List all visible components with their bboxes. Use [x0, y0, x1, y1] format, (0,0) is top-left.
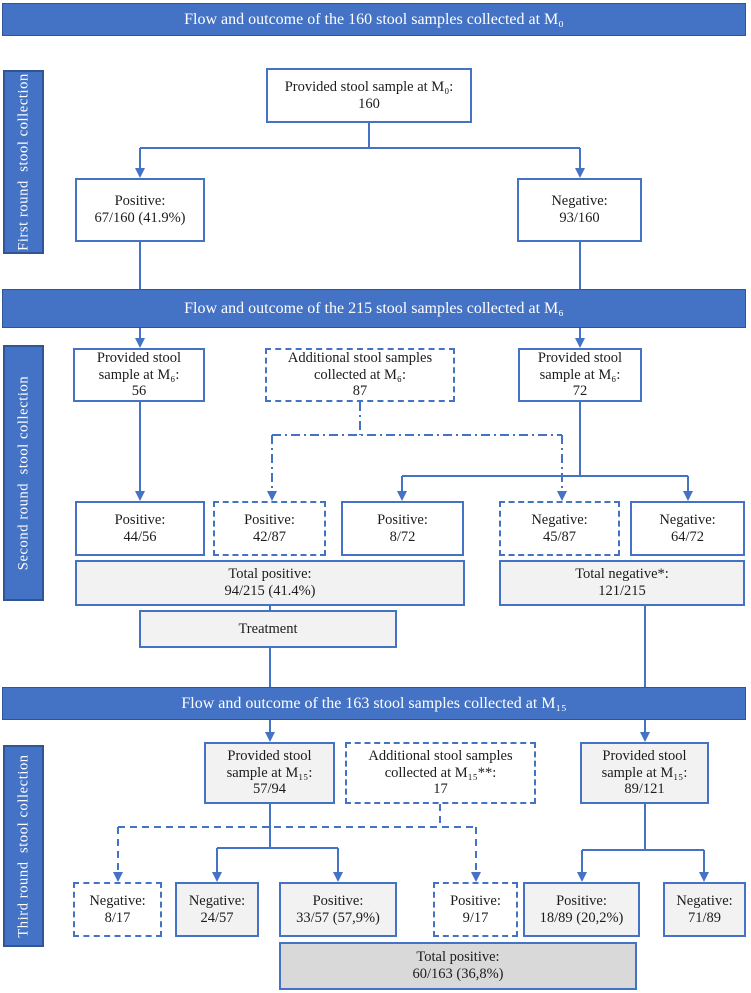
node-value: 56	[131, 383, 147, 400]
node-value: 94/215 (41.4%)	[224, 583, 316, 599]
node-label: Positive:	[312, 892, 364, 909]
sidebar-third-round: Third round stool collection	[3, 745, 44, 947]
node-label: Negative:	[676, 892, 733, 909]
node-label: Provided stool sample at M₀:	[284, 78, 454, 95]
node-label: Provided stool sample at M₆:	[537, 349, 623, 383]
node-label: Negative:	[531, 511, 588, 528]
node-value: 121/215	[598, 583, 646, 599]
node-provided-m15-89: Provided stool sample at M₁₅: 89/121	[580, 742, 709, 804]
node-value: 60/163 (36,8%)	[412, 966, 504, 982]
node-positive-33-57: Positive: 33/57 (57,9%)	[279, 882, 397, 937]
banner-m0-label: Flow and outcome of the 160 stool sample…	[184, 10, 564, 28]
dashed-connectors	[113, 804, 481, 882]
node-value: 160	[358, 95, 380, 112]
node-value: 33/57 (57,9%)	[296, 909, 380, 926]
node-positive-42-87: Positive: 42/87	[213, 501, 326, 556]
node-positive-44-56: Positive: 44/56	[75, 501, 205, 556]
node-label: Total negative*:	[575, 566, 669, 583]
node-treatment: Treatment	[139, 610, 397, 648]
node-value: 64/72	[670, 528, 705, 545]
node-label: Positive:	[114, 193, 166, 210]
node-value: 17	[433, 781, 448, 798]
node-negative-64-72: Negative: 64/72	[630, 501, 745, 556]
node-label: Additional stool samples collected at M₁…	[368, 747, 513, 781]
node-value: 57/94	[252, 781, 287, 798]
node-label: Positive:	[450, 892, 501, 909]
node-value: 18/89 (20,2%)	[539, 909, 624, 926]
node-label: Total positive:	[416, 949, 500, 966]
sidebar-third-round-label: Third round stool collection	[15, 754, 31, 938]
node-label: Negative:	[659, 511, 716, 528]
node-value: 87	[352, 383, 368, 400]
node-label: Provided stool sample at M₁₅:	[226, 747, 313, 781]
node-label: Provided stool sample at M₁₅:	[601, 747, 688, 781]
node-negative-m0: Negative: 93/160	[517, 178, 642, 242]
node-total-positive-m6: Total positive: 94/215 (41.4%)	[75, 560, 465, 606]
node-value: 8/72	[389, 528, 416, 545]
node-positive-18-89: Positive: 18/89 (20,2%)	[523, 882, 640, 937]
node-total-positive-m15: Total positive: 60/163 (36,8%)	[279, 942, 637, 990]
node-value: 45/87	[542, 528, 577, 545]
node-label: Negative:	[551, 193, 608, 210]
node-value: 9/17	[462, 909, 489, 926]
solid-connectors	[135, 123, 709, 882]
node-value: 8/17	[104, 909, 131, 926]
node-additional-m15: Additional stool samples collected at M₁…	[345, 742, 536, 804]
dashdot-connectors	[267, 402, 567, 501]
node-provided-m6-72: Provided stool sample at M₆: 72	[518, 348, 642, 402]
sidebar-second-round-label: Second round stool collection	[15, 375, 31, 571]
node-value: 44/56	[123, 528, 157, 545]
node-positive-8-72: Positive: 8/72	[341, 501, 464, 556]
node-label: Positive:	[377, 511, 428, 528]
banner-m0: Flow and outcome of the 160 stool sample…	[2, 3, 746, 36]
node-label: Negative:	[188, 892, 246, 909]
node-label: Positive:	[244, 511, 295, 528]
node-negative-8-17: Negative: 8/17	[73, 882, 162, 937]
node-label: Positive:	[556, 892, 607, 909]
node-provided-m6-56: Provided stool sample at M₆: 56	[73, 348, 205, 402]
banner-m15: Flow and outcome of the 163 stool sample…	[2, 687, 746, 720]
node-label: Total positive:	[228, 566, 312, 583]
node-label: Positive:	[114, 511, 166, 528]
node-value: 93/160	[559, 210, 600, 226]
node-negative-45-87: Negative: 45/87	[499, 501, 620, 556]
node-positive-9-17: Positive: 9/17	[433, 882, 518, 937]
node-value: 72	[572, 383, 588, 400]
node-provided-m0: Provided stool sample at M₀: 160	[266, 68, 472, 123]
node-additional-m6: Additional stool samples collected at M₆…	[265, 348, 455, 402]
sidebar-first-round-label: First round stool collection	[15, 73, 31, 251]
sidebar-first-round: First round stool collection	[3, 70, 44, 254]
node-label: Additional stool samples collected at M₆…	[287, 349, 433, 383]
banner-m15-label: Flow and outcome of the 163 stool sample…	[181, 694, 567, 712]
node-total-negative-m6: Total negative*: 121/215	[499, 560, 745, 606]
node-label: Treatment	[238, 620, 298, 637]
node-value: 42/87	[252, 528, 287, 545]
node-provided-m15-57: Provided stool sample at M₁₅: 57/94	[204, 742, 335, 804]
node-label: Negative:	[89, 892, 146, 909]
node-negative-24-57: Negative: 24/57	[175, 882, 259, 937]
node-value: 89/121	[624, 781, 665, 798]
node-positive-m0: Positive: 67/160 (41.9%)	[75, 178, 205, 242]
node-negative-71-89: Negative: 71/89	[663, 882, 746, 937]
banner-m6: Flow and outcome of the 215 stool sample…	[2, 289, 746, 328]
node-value: 24/57	[200, 909, 234, 926]
node-value: 67/160 (41.9%)	[94, 210, 186, 226]
sidebar-second-round: Second round stool collection	[3, 345, 44, 601]
node-value: 71/89	[687, 909, 722, 926]
banner-m6-label: Flow and outcome of the 215 stool sample…	[184, 299, 564, 317]
node-label: Provided stool sample at M₆:	[96, 349, 182, 383]
